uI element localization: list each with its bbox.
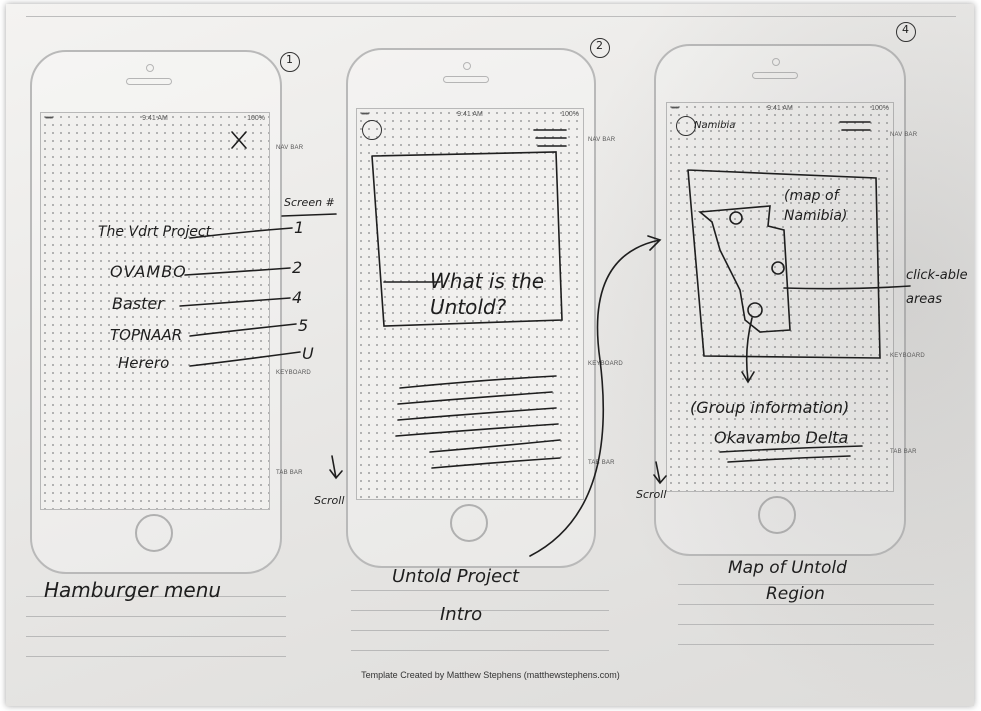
sketch-paper: ••••• 9:41 AM 100% NAV BAR KEYBOARD TAB … — [6, 4, 974, 706]
caption-screen-3-line1: Map of Untold — [728, 558, 847, 578]
scroll-note-1: Scroll — [314, 494, 345, 507]
caption-rule — [351, 590, 609, 591]
caption-rule — [26, 636, 286, 637]
menu-item-5: Herero — [118, 354, 170, 372]
phone-1-home-button — [135, 514, 173, 552]
menu-item-2: OVAMBO — [110, 262, 187, 281]
phone-3-speaker — [752, 72, 798, 79]
screen-number-badge-1 — [280, 52, 300, 72]
screen-1: ••••• 9:41 AM 100% — [40, 112, 270, 510]
caption-screen-1: Hamburger menu — [44, 578, 222, 602]
map-note: (map of Namibia) — [784, 188, 848, 224]
menu-target-1: 1 — [294, 218, 305, 237]
screen-label: Screen # — [284, 196, 335, 209]
signal-icon: ••••• — [671, 105, 679, 112]
tab-bar-label: TAB BAR — [588, 460, 615, 466]
caption-rule — [26, 656, 286, 657]
map-header-text: Namibia — [694, 120, 736, 131]
signal-icon: ••••• — [45, 115, 53, 122]
status-bar: ••••• 9:41 AM 100% — [667, 105, 893, 115]
paper-top-line — [26, 16, 956, 17]
status-battery: 100% — [561, 111, 579, 118]
tab-bar-label: TAB BAR — [276, 470, 303, 476]
signal-icon: ••••• — [361, 111, 369, 118]
header-logo-circle — [362, 120, 382, 140]
caption-rule — [678, 624, 934, 625]
tab-bar-label: TAB BAR — [890, 449, 917, 455]
nav-bar-label: NAV BAR — [276, 145, 304, 151]
keyboard-label: KEYBOARD — [588, 361, 623, 367]
menu-target-5: U — [302, 344, 314, 363]
screen-number-badge-2 — [590, 38, 610, 58]
keyboard-label: KEYBOARD — [890, 353, 925, 359]
badge-number-3: 4 — [902, 23, 909, 36]
status-bar: ••••• 9:41 AM 100% — [357, 111, 583, 121]
menu-item-4: TOPNAAR — [110, 326, 183, 344]
caption-rule — [678, 584, 934, 585]
header-logo-circle — [676, 116, 696, 136]
scroll-note-2: Scroll — [636, 488, 667, 501]
menu-item-3: Baster — [112, 294, 164, 313]
status-time: 9:41 AM — [142, 115, 168, 122]
phone-2-home-button — [450, 504, 488, 542]
caption-screen-3-line2: Region — [766, 584, 825, 604]
caption-screen-2-line2: Intro — [440, 604, 483, 625]
caption-rule — [26, 596, 286, 597]
menu-target-3: 4 — [292, 288, 303, 307]
caption-rule — [351, 610, 609, 611]
status-battery: 100% — [247, 115, 265, 122]
phone-2-camera — [463, 62, 471, 70]
menu-target-4: 5 — [298, 316, 309, 335]
keyboard-label: KEYBOARD — [276, 370, 311, 376]
phone-1-camera — [146, 64, 154, 72]
phone-1-speaker — [126, 78, 172, 85]
caption-screen-2-line1: Untold Project — [392, 566, 520, 587]
template-credit: Template Created by Matthew Stephens (ma… — [361, 670, 620, 680]
hero-question: What is the Untold? — [430, 269, 545, 319]
group-info-note: (Group information) — [690, 398, 850, 417]
caption-rule — [351, 650, 609, 651]
caption-rule — [678, 644, 934, 645]
caption-rule — [678, 604, 934, 605]
menu-target-2: 2 — [292, 258, 303, 277]
screen-number-badge-3 — [896, 22, 916, 42]
phone-3-camera — [772, 58, 780, 66]
status-bar: ••••• 9:41 AM 100% — [41, 115, 269, 125]
nav-bar-label: NAV BAR — [890, 132, 918, 138]
phone-3-home-button — [758, 496, 796, 534]
caption-rule — [26, 616, 286, 617]
group-name: Okavambo Delta — [714, 428, 849, 447]
caption-rule — [351, 630, 609, 631]
status-battery: 100% — [871, 105, 889, 112]
phone-2-speaker — [443, 76, 489, 83]
click-note: click-able areas — [906, 268, 968, 307]
status-time: 9:41 AM — [767, 105, 793, 112]
badge-number-2: 2 — [596, 39, 603, 52]
status-time: 9:41 AM — [457, 111, 483, 118]
menu-item-1: The Vdrt Project — [98, 224, 212, 240]
badge-number-1: 1 — [286, 53, 293, 66]
nav-bar-label: NAV BAR — [588, 137, 616, 143]
